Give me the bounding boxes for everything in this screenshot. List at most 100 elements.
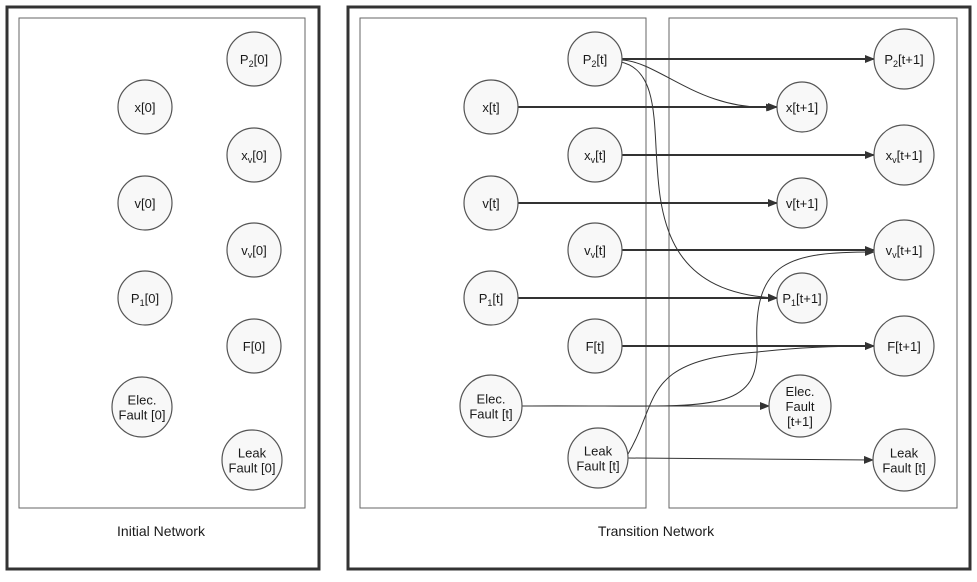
node-label: v[t] (482, 196, 499, 211)
node-label: P1[t] (479, 291, 504, 308)
node-vv-0: vv[0] (226, 222, 282, 278)
node-circle (463, 270, 519, 326)
node-label-line: Leak (584, 444, 613, 459)
node-v-t1: v[t+1] (776, 177, 828, 229)
node-label-line: Elec. (786, 384, 815, 399)
edge-elec-t-to-vv-t1 (521, 248, 875, 407)
node-label: x[t+1] (786, 100, 818, 115)
transition-network-panel: Transition Network (346, 5, 972, 571)
node-F-0: F[0] (226, 318, 282, 374)
node-xv-0: xv[0] (226, 127, 282, 183)
edge-leak-t-to-F-t1 (627, 342, 875, 455)
node-circle (226, 222, 282, 278)
time-slice-t-plus-1-frame (668, 17, 958, 509)
node-label-line: Elec. (128, 393, 157, 408)
node-circle (226, 31, 282, 87)
initial-network-inner-frame (18, 17, 306, 509)
edges-layer (518, 55, 875, 464)
node-circle (776, 177, 828, 229)
node-vv-t: vv[t] (567, 222, 623, 278)
node-P1-t: P1[t] (463, 270, 519, 326)
node-circle (873, 315, 935, 377)
node-circle (873, 28, 935, 90)
nodes-layer: P2[0]x[0]xv[0]v[0]vv[0]P1[0]F[0]Elec.Fau… (111, 28, 936, 492)
node-x-t1: x[t+1] (776, 81, 828, 133)
edge-leak-t-to-leak-t1 (627, 455, 874, 464)
node-label-line: Fault (786, 399, 815, 414)
node-label: x[t] (482, 100, 499, 115)
node-x-0: x[0] (117, 79, 173, 135)
transition-network-outer-frame (346, 5, 972, 571)
node-xv-t1: xv[t+1] (873, 124, 935, 186)
edge-P2-t-to-P1-t1 (620, 61, 778, 302)
transition-network-caption: Transition Network (598, 523, 715, 539)
node-elec-t1: Elec.Fault[t+1] (768, 374, 832, 438)
node-circle (567, 127, 623, 183)
node-label: P2[t+1] (884, 52, 923, 69)
node-label: v[t+1] (786, 196, 818, 211)
node-circle (873, 219, 935, 281)
node-circle (768, 374, 832, 438)
node-circle (117, 79, 173, 135)
node-P2-0: P2[0] (226, 31, 282, 87)
node-label: vv[t+1] (886, 243, 923, 260)
node-label-line: Leak (238, 446, 267, 461)
node-circle (226, 127, 282, 183)
node-circle (463, 79, 519, 135)
node-label-line: Leak (890, 446, 919, 461)
node-circle (463, 175, 519, 231)
node-circle (111, 376, 173, 438)
node-P1-0: P1[0] (117, 270, 173, 326)
node-F-t: F[t] (567, 318, 623, 374)
node-label-line: Fault [0] (229, 461, 276, 476)
node-circle (776, 272, 828, 324)
node-label: xv[t] (584, 148, 606, 165)
node-label: P1[t+1] (782, 291, 821, 308)
node-circle (873, 124, 935, 186)
node-circle (872, 428, 936, 492)
node-label: P1[0] (131, 291, 159, 308)
node-circle (117, 270, 173, 326)
node-label: x[0] (135, 100, 156, 115)
node-label: vv[t] (584, 243, 606, 260)
node-label: xv[0] (241, 148, 266, 165)
node-v-0: v[0] (117, 175, 173, 231)
node-label: P2[t] (583, 52, 608, 69)
node-label-line: Fault [t] (882, 461, 925, 476)
node-F-t1: F[t+1] (873, 315, 935, 377)
node-label-line: [t+1] (787, 414, 813, 429)
node-P2-t: P2[t] (567, 31, 623, 87)
node-v-t: v[t] (463, 175, 519, 231)
time-slice-t-frame (359, 17, 647, 509)
node-label: xv[t+1] (886, 148, 923, 165)
node-circle (226, 318, 282, 374)
node-P1-t1: P1[t+1] (776, 272, 828, 324)
node-label: F[t+1] (887, 339, 921, 354)
initial-network-caption: Initial Network (117, 523, 206, 539)
node-P2-t1: P2[t+1] (873, 28, 935, 90)
node-label: F[t] (586, 339, 605, 354)
node-circle (117, 175, 173, 231)
node-vv-t1: vv[t+1] (873, 219, 935, 281)
node-label-line: Fault [t] (469, 407, 512, 422)
node-circle (567, 222, 623, 278)
node-elec-t: Elec.Fault [t] (459, 374, 523, 438)
node-xv-t: xv[t] (567, 127, 623, 183)
node-circle (776, 81, 828, 133)
node-label: vv[0] (241, 243, 266, 260)
node-circle (459, 374, 523, 438)
node-circle (567, 31, 623, 87)
node-label-line: Fault [0] (119, 408, 166, 423)
node-label: v[0] (135, 196, 156, 211)
node-label: P2[0] (240, 52, 268, 69)
node-label-line: Elec. (477, 392, 506, 407)
node-x-t: x[t] (463, 79, 519, 135)
node-elec-0: Elec.Fault [0] (111, 376, 173, 438)
node-label-line: Fault [t] (576, 459, 619, 474)
node-circle (567, 318, 623, 374)
